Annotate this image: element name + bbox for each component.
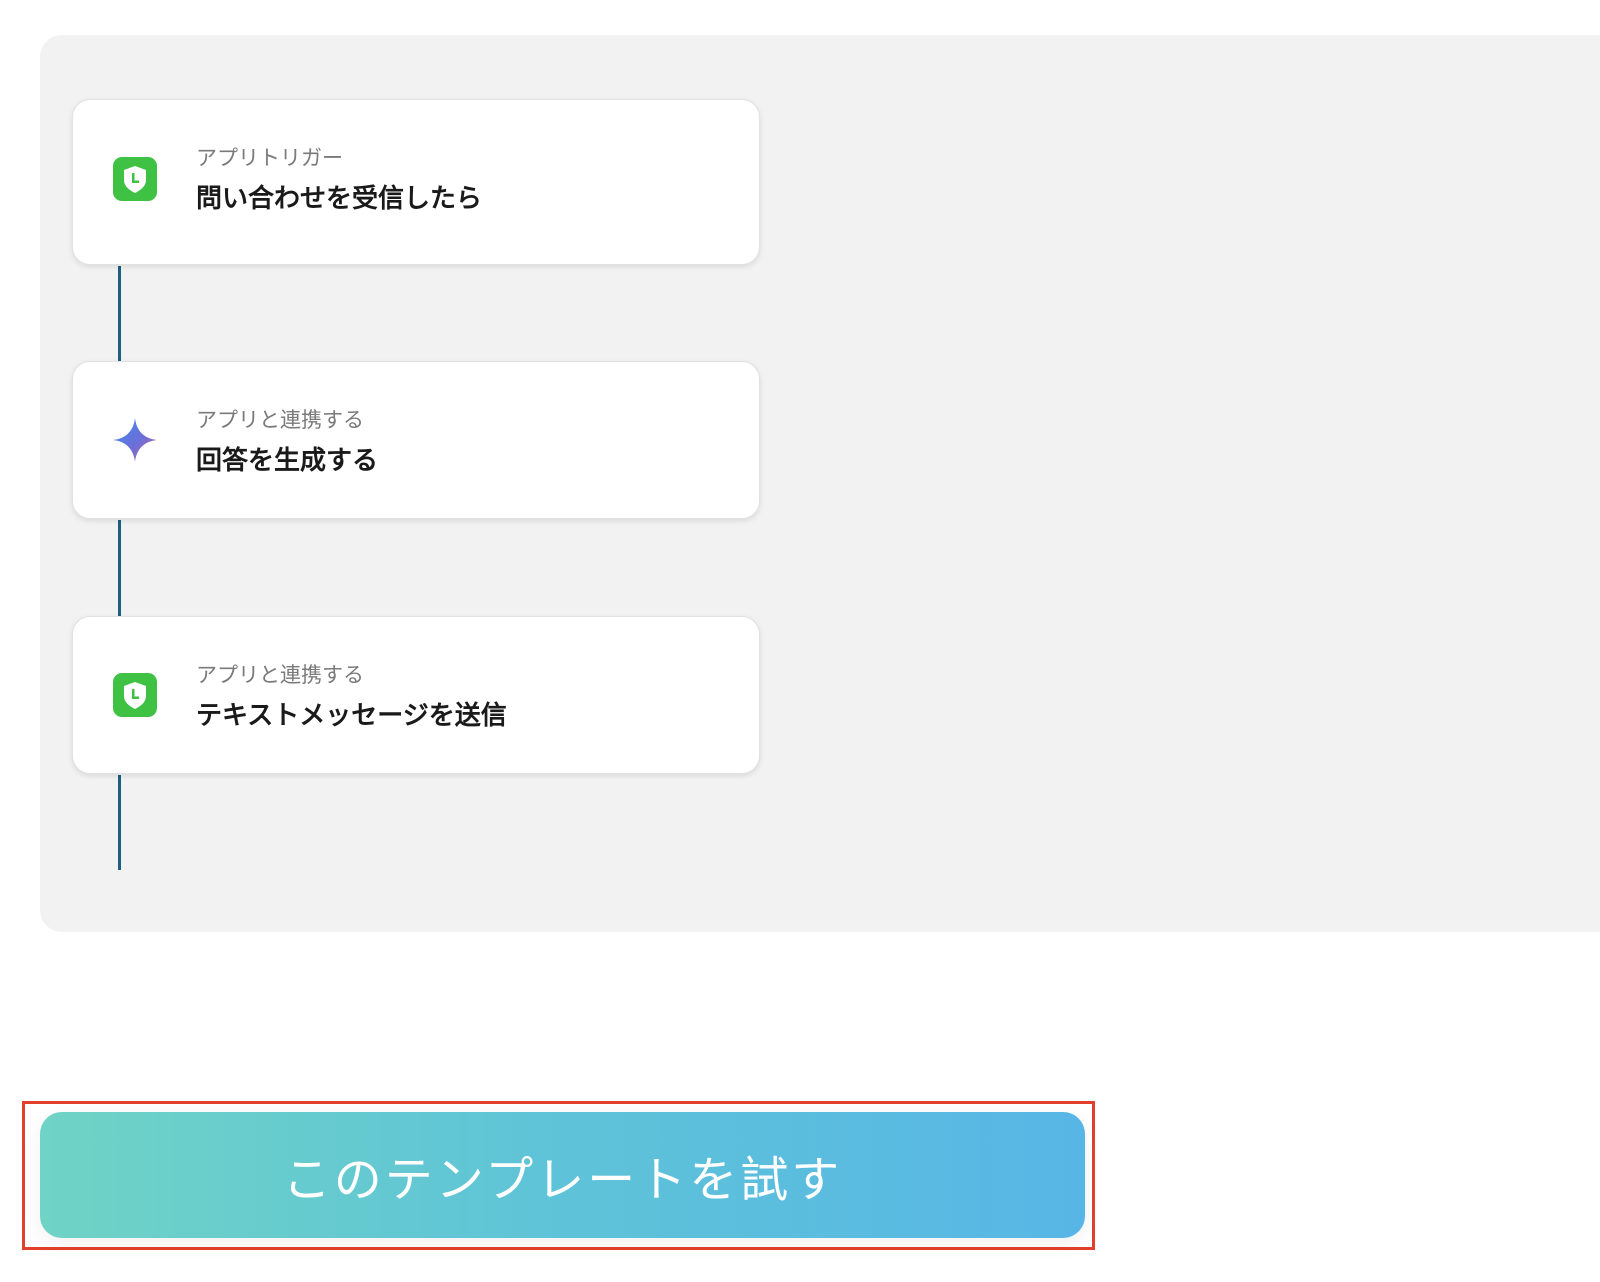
flow-connector (118, 520, 121, 616)
line-app-icon (111, 155, 159, 203)
step-type-label: アプリトリガー (196, 146, 343, 170)
flow-step-trigger[interactable]: アプリトリガー 問い合わせを受信したら (72, 99, 760, 265)
try-template-button[interactable]: このテンプレートを試す (40, 1112, 1085, 1238)
step-title: テキストメッセージを送信 (196, 701, 507, 731)
gemini-sparkle-icon (111, 416, 159, 464)
flow-connector (118, 775, 121, 870)
flow-step-generate[interactable]: アプリと連携する 回答を生成する (72, 361, 760, 519)
step-type-label: アプリと連携する (196, 663, 364, 687)
step-title: 回答を生成する (196, 446, 379, 476)
flow-step-send-message[interactable]: アプリと連携する テキストメッセージを送信 (72, 616, 760, 774)
step-type-label: アプリと連携する (196, 408, 364, 432)
step-title: 問い合わせを受信したら (196, 184, 483, 214)
flow-connector (118, 266, 121, 361)
cta-highlight-frame (22, 1101, 1095, 1250)
line-app-icon (111, 671, 159, 719)
